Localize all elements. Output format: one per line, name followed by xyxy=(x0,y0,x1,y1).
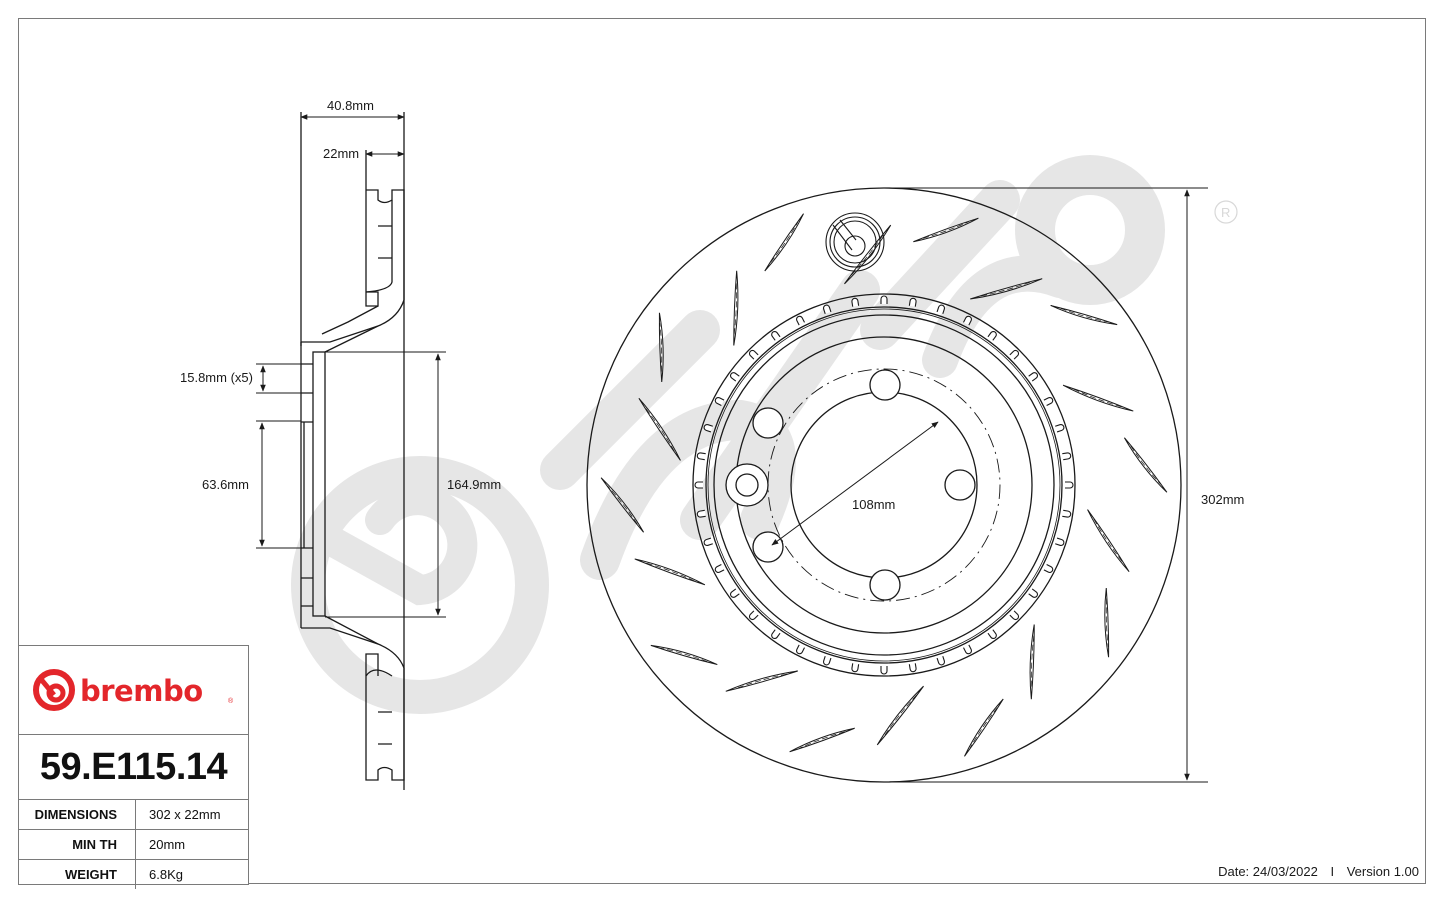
dim-outer-diameter: 302mm xyxy=(1201,492,1244,507)
title-block: brembo ® 59.E115.14 DIMENSIONS 302 x 22m… xyxy=(18,645,249,889)
disc-slots xyxy=(600,213,1168,757)
footer-separator: I xyxy=(1330,864,1335,879)
svg-text:brembo: brembo xyxy=(80,674,203,708)
dim-overall-height: 40.8mm xyxy=(327,98,374,113)
cooling-notches xyxy=(694,295,1074,675)
registered-mark-icon: R xyxy=(1214,200,1238,224)
spec-value: 302 x 22mm xyxy=(149,807,221,822)
spec-label: MIN TH xyxy=(19,830,136,859)
spec-row-dimensions: DIMENSIONS 302 x 22mm xyxy=(19,800,248,830)
outer-diameter-dimension xyxy=(884,187,1208,783)
svg-text:®: ® xyxy=(228,697,234,705)
bolt-holes xyxy=(725,369,976,601)
svg-text:R: R xyxy=(1221,205,1230,220)
brembo-watermark-icon xyxy=(291,155,1165,714)
spec-label: DIMENSIONS xyxy=(19,800,136,829)
brand-logo: brembo ® xyxy=(19,646,248,735)
dim-pcd: 108mm xyxy=(852,497,895,512)
drawing-frame xyxy=(18,18,1426,884)
spec-value: 20mm xyxy=(149,837,186,852)
side-view-dimensions xyxy=(256,114,446,618)
dim-center-bore: 63.6mm xyxy=(202,477,249,492)
spec-label: WEIGHT xyxy=(19,860,136,889)
brembo-logo-icon xyxy=(825,212,885,272)
spec-row-weight: WEIGHT 6.8Kg xyxy=(19,860,248,889)
part-number: 59.E115.14 xyxy=(19,735,248,800)
dim-hat-diameter: 164.9mm xyxy=(447,477,501,492)
spec-value: 6.8Kg xyxy=(149,867,183,882)
pcd-dimension xyxy=(771,421,939,546)
drawing-version: Version 1.00 xyxy=(1346,864,1419,879)
spec-row-min-th: MIN TH 20mm xyxy=(19,830,248,860)
footer-info: Date: 24/03/2022 I Version 1.00 xyxy=(1218,864,1419,879)
dim-disc-thickness: 22mm xyxy=(323,146,359,161)
brembo-logo-icon: brembo ® xyxy=(32,669,234,711)
drawing-date: Date: 24/03/2022 xyxy=(1218,864,1318,879)
dim-bolt-hole: 15.8mm (x5) xyxy=(180,370,253,385)
